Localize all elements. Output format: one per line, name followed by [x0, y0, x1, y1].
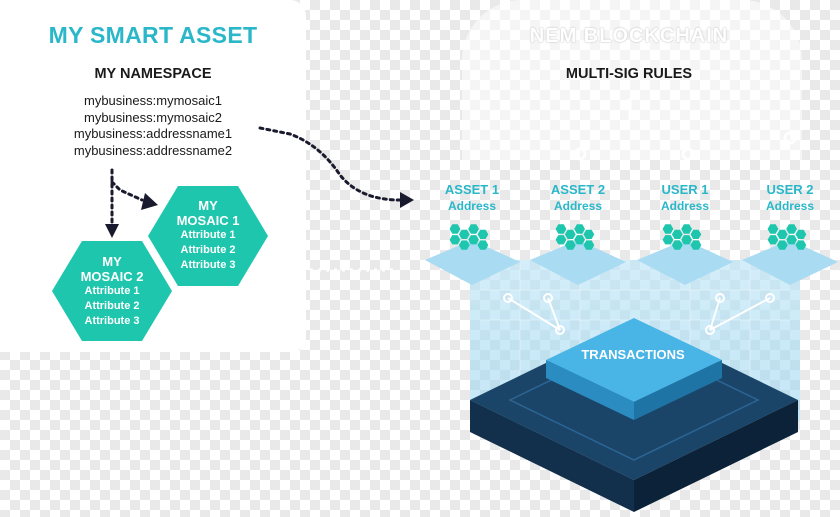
mosaic-2-attribute-1: Attribute 1 [84, 285, 140, 297]
account-address-label: Address [447, 199, 497, 213]
account-name: USER 2 [766, 182, 814, 197]
mosaic-2-hex [52, 241, 172, 341]
account-card-user-2: USER 2 Address [744, 172, 836, 264]
mosaic-2-label: MY MOSAIC 2 Attribute 1 Attribute 2 Attr… [62, 254, 162, 329]
namespace-list: mybusiness:mymosaic1 mybusiness:mymosaic… [0, 93, 306, 159]
hex-cluster-icon [662, 224, 702, 250]
hex-cell [662, 235, 674, 245]
mosaic-1-title-line2: MOSAIC 1 [176, 213, 240, 228]
transactions-block [546, 318, 722, 420]
hex-cluster-icon [449, 224, 489, 250]
arrow-heads [105, 192, 414, 238]
mosaic-2-attribute-2: Attribute 2 [84, 300, 140, 312]
hex-cell [555, 224, 567, 234]
hex-cluster-icon [555, 224, 595, 250]
mosaic-1-hex [148, 186, 268, 286]
hex-cell [795, 240, 807, 250]
hex-cell [574, 224, 585, 234]
hex-cell [681, 235, 692, 245]
hex-cell [458, 229, 470, 239]
namespace-item: mybusiness:addressname1 [73, 126, 233, 141]
account-name: USER 1 [661, 182, 709, 197]
hex-cell [458, 240, 470, 250]
blockchain-panel [462, 0, 802, 160]
namespace-title: MY NAMESPACE [94, 66, 212, 82]
hex-cell [776, 229, 788, 239]
mosaic-2-title-line1: MY [102, 254, 122, 269]
hex-cell [477, 240, 489, 250]
mosaic-1-attribute-3: Attribute 3 [180, 259, 236, 271]
account-name: ASSET 1 [444, 182, 500, 197]
mosaic-1-attribute-2: Attribute 2 [180, 244, 236, 256]
account-address-label: Address [765, 199, 815, 213]
transactions-label: TRANSACTIONS [581, 347, 685, 362]
hex-cell [564, 229, 576, 239]
hex-cell [583, 229, 595, 239]
hex-cell [477, 229, 489, 239]
hex-cell [767, 224, 779, 234]
account-address-label: Address [660, 199, 710, 213]
multisig-rules-title: MULTI-SIG RULES [565, 66, 693, 82]
account-address-label: Address [553, 199, 603, 213]
hex-cell [671, 240, 683, 250]
mosaic-2-title-line2: MOSAIC 2 [80, 269, 144, 284]
hex-cell [468, 235, 479, 245]
hex-cell [776, 240, 788, 250]
tx-connectors [503, 293, 775, 335]
hex-cell [767, 235, 779, 245]
hex-cell [449, 224, 461, 234]
hex-cell [681, 224, 692, 234]
hex-cell [671, 229, 683, 239]
hex-cell [786, 224, 797, 234]
smart-asset-title: MY SMART ASSET [48, 22, 258, 48]
mosaic-1-label: MY MOSAIC 1 Attribute 1 Attribute 2 Attr… [158, 198, 258, 273]
account-card-asset-1: ASSET 1 Address [426, 172, 518, 264]
hex-cell [449, 235, 461, 245]
namespace-item: mybusiness:mymosaic1 [84, 93, 222, 108]
hex-cell [662, 224, 674, 234]
mosaic-1-title-line1: MY [198, 198, 218, 213]
hex-cell [690, 240, 702, 250]
hex-cell [468, 224, 479, 234]
namespace-item: mybusiness:addressname2 [73, 142, 233, 158]
hex-cell [795, 229, 807, 239]
hex-cell [786, 235, 797, 245]
multisig-connectors [573, 98, 797, 161]
dotted-arrows [110, 126, 402, 227]
account-name: ASSET 2 [550, 182, 606, 197]
hex-cell [555, 235, 567, 245]
account-card-user-1: USER 1 Address [639, 172, 731, 264]
hex-cell [583, 240, 595, 250]
mosaic-1-attribute-1: Attribute 1 [180, 229, 236, 241]
mosaic-2-attribute-3: Attribute 3 [84, 315, 140, 327]
hex-cell [690, 229, 702, 239]
hex-cluster-icon [767, 224, 807, 250]
blockchain-title: NEM BLOCKCHAIN [529, 25, 729, 47]
account-card-asset-2: ASSET 2 Address [532, 172, 624, 264]
hex-cell [574, 235, 585, 245]
account-slabs [425, 240, 838, 285]
namespace-item: mybusiness:mymosaic2 [84, 109, 222, 125]
hex-cell [564, 240, 576, 250]
